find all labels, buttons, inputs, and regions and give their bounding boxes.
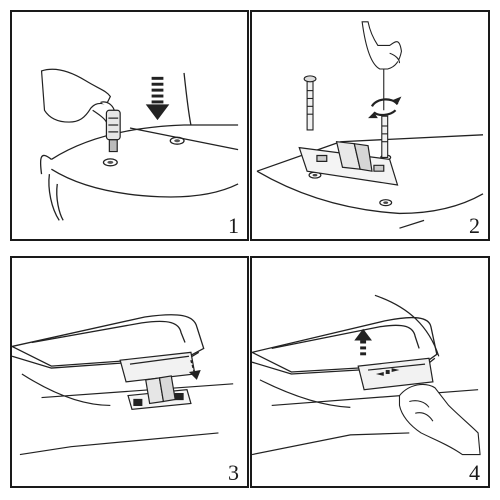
step-4-number: 4 xyxy=(469,460,480,485)
tank-edge xyxy=(375,295,439,356)
seat-surface-line xyxy=(130,128,238,150)
left-hole xyxy=(103,159,117,166)
slide-arrowhead xyxy=(188,370,201,380)
rotate-arrowhead-left xyxy=(368,112,378,119)
floor-front xyxy=(252,433,409,455)
bushing xyxy=(106,110,120,151)
left-hole-inner xyxy=(312,173,318,177)
bowl-base-left xyxy=(49,174,59,220)
mounting-holes xyxy=(103,137,184,165)
hand-illustration xyxy=(399,385,480,455)
bowl-curve xyxy=(260,380,350,408)
bowl-left-edge xyxy=(41,155,52,174)
lift-up-arrow xyxy=(354,328,372,356)
seat-top-edge xyxy=(51,125,238,159)
left-bolt xyxy=(304,76,316,130)
front-hole xyxy=(380,200,392,206)
floor-front xyxy=(20,433,219,455)
step-2-panel: 2 xyxy=(250,10,490,241)
step-3-panel: 3 xyxy=(10,256,249,488)
seat-back-edge xyxy=(341,135,483,142)
hand-illustration xyxy=(362,22,401,69)
bowl-curve xyxy=(22,374,110,405)
right-bolt xyxy=(382,116,388,157)
mounting-bracket xyxy=(299,142,397,185)
floor-back xyxy=(42,384,234,398)
left-hole-inner xyxy=(107,160,114,164)
bowl-front-curve xyxy=(257,171,483,213)
front-hole-inner xyxy=(383,201,389,204)
seat-left-edge xyxy=(257,142,341,171)
step-2-illustration xyxy=(252,12,488,239)
step-1-number: 1 xyxy=(228,213,239,238)
step-2-number: 2 xyxy=(469,213,480,238)
right-hole-inner xyxy=(174,139,181,143)
bowl-base-inner xyxy=(57,184,63,220)
hinge-housing xyxy=(358,358,433,389)
step-4-illustration xyxy=(252,258,488,486)
floor-back xyxy=(272,390,478,406)
release-markers xyxy=(375,368,400,376)
step-4-panel: 4 xyxy=(250,256,490,488)
step-3-illustration xyxy=(12,258,247,486)
step-1-illustration xyxy=(12,12,247,239)
hand-illustration xyxy=(42,69,115,122)
floor-line xyxy=(399,220,424,228)
rotate-arrowhead-right xyxy=(391,96,402,105)
insert-down-arrow xyxy=(145,76,170,121)
right-hole xyxy=(170,137,184,144)
mounting-bracket xyxy=(128,376,191,409)
toilet-seat xyxy=(12,315,204,368)
bowl-front-curve xyxy=(51,169,238,197)
step-3-number: 3 xyxy=(228,460,239,485)
step-1-panel: 1 xyxy=(10,10,249,241)
tank-back-edge xyxy=(184,73,191,125)
